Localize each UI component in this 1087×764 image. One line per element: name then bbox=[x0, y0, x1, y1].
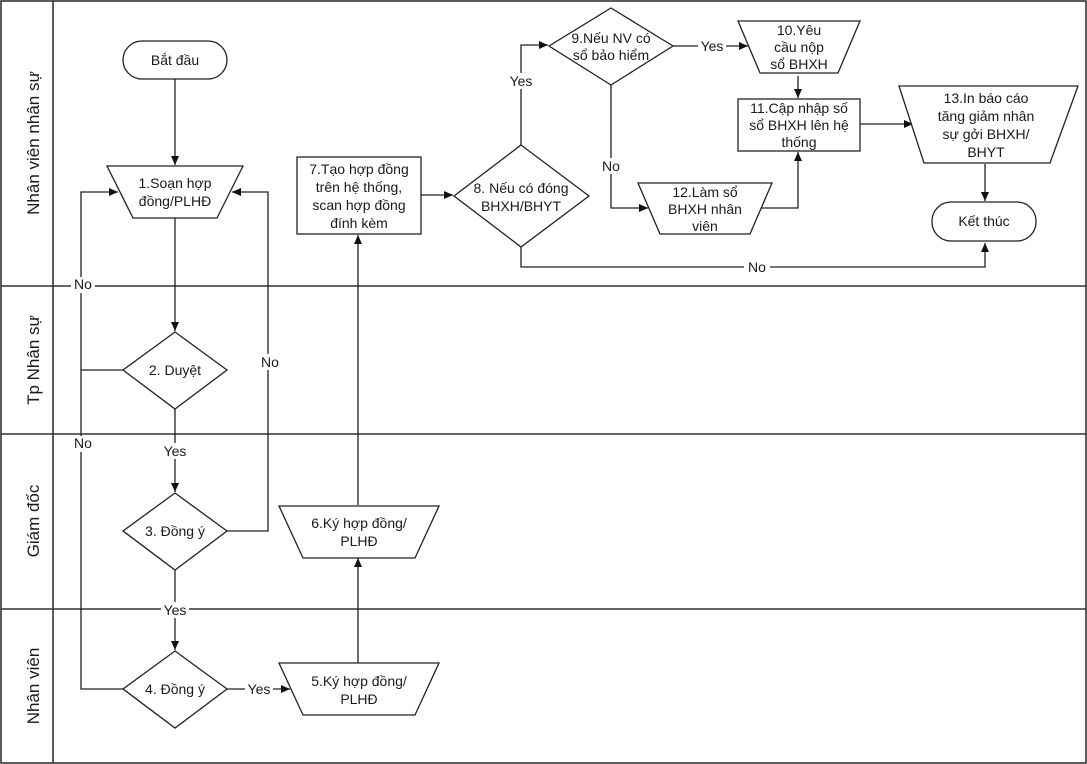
node-7-tao-hop-dong[interactable]: 7.Tạo hợp đồng trên hệ thống, scan hợp đ… bbox=[296, 156, 422, 235]
node-4-shape bbox=[121, 650, 229, 729]
node-9-shape bbox=[547, 7, 675, 86]
edge-label-3-yes: Yes bbox=[164, 602, 187, 618]
end-terminator[interactable]: Kết thúc bbox=[931, 201, 1037, 242]
node-1-soan-hop-dong[interactable]: 1.Soạn hợp đồng/PLHĐ bbox=[105, 165, 245, 219]
node-4-dong-y[interactable]: 4. Đồng ý bbox=[121, 650, 229, 729]
nodes: Bắt đầu 1.Soạn hợp đồng/PLHĐ 2. Duyệt 3.… bbox=[105, 7, 1079, 729]
node-3-dong-y[interactable]: 3. Đồng ý bbox=[121, 492, 229, 571]
node-8-shape bbox=[452, 144, 591, 248]
node-9-line-1: 9.Nếu NV có bbox=[571, 30, 651, 46]
edge-label-8-no: No bbox=[748, 259, 766, 275]
node-13-shape bbox=[898, 85, 1079, 164]
node-13-line-1: 13.In báo cáo bbox=[944, 90, 1029, 106]
node-7-shape bbox=[296, 156, 422, 235]
edge-label-2-yes: Yes bbox=[164, 443, 187, 459]
node-10-line-2: cầu nộp bbox=[774, 39, 824, 55]
node-1-line-1: 1.Soạn hợp bbox=[138, 175, 211, 191]
start-label: Bắt đầu bbox=[151, 52, 199, 68]
node-13-in-bao-cao[interactable]: 13.In báo cáo tăng giảm nhân sự gởi BHXH… bbox=[898, 85, 1079, 164]
edge-label-4-yes: Yes bbox=[248, 681, 271, 697]
node-5-line-2: PLHĐ bbox=[340, 691, 377, 707]
end-label: Kết thúc bbox=[958, 213, 1009, 229]
node-11-shape bbox=[737, 98, 861, 152]
node-5-line-1: 5.Ký hợp đồng/ bbox=[311, 673, 407, 689]
node-9-line-2: sổ bảo hiểm bbox=[573, 47, 649, 63]
node-6-line-2: PLHĐ bbox=[340, 533, 377, 549]
node-10-yeu-cau-nop-so[interactable]: 10.Yêu cầu nộp sổ BHXH bbox=[737, 20, 861, 74]
edge-label-2-no: No bbox=[74, 276, 92, 292]
node-7-line-3: scan hợp đồng bbox=[312, 197, 405, 213]
edge-4-no bbox=[80, 370, 123, 690]
node-10-line-3: sổ BHXH bbox=[770, 56, 828, 72]
node-1-shape bbox=[105, 165, 245, 219]
edge-labels: No No No Yes Yes Yes Yes No Yes No bbox=[71, 38, 770, 697]
node-6-shape bbox=[277, 505, 441, 559]
start-terminator[interactable]: Bắt đầu bbox=[122, 40, 228, 80]
node-10-line-1: 10.Yêu bbox=[777, 22, 821, 38]
start-shape bbox=[122, 40, 228, 80]
edges bbox=[80, 41, 989, 693]
end-shape bbox=[931, 201, 1037, 242]
node-12-shape bbox=[637, 182, 773, 235]
edge-label-9-yes: Yes bbox=[701, 38, 724, 54]
edge-label-8-yes: Yes bbox=[510, 73, 533, 89]
node-2-duyet[interactable]: 2. Duyệt bbox=[121, 331, 229, 410]
node-3-label: 3. Đồng ý bbox=[145, 523, 205, 539]
node-3-shape bbox=[121, 492, 229, 571]
edge-8-yes bbox=[520, 41, 548, 145]
edge-label-4-no: No bbox=[74, 435, 92, 451]
node-1-line-2: đồng/PLHĐ bbox=[139, 193, 211, 209]
node-5-shape bbox=[277, 662, 441, 716]
node-7-line-2: trên hệ thống, bbox=[316, 179, 402, 195]
node-9-neu-nv-co-so[interactable]: 9.Nếu NV có sổ bảo hiểm bbox=[547, 7, 675, 86]
lane-label-tp-nhan-su: Tp Nhân sự bbox=[24, 315, 43, 405]
node-13-line-3: sự gởi BHXH/ bbox=[942, 126, 1029, 142]
node-12-line-2: BHXH nhân bbox=[668, 201, 742, 217]
node-11-cap-nhap-so-bhxh[interactable]: 11.Cập nhập số sổ BHXH lên hệ thống bbox=[737, 98, 861, 152]
node-12-lam-so-bhxh[interactable]: 12.Làm sổ BHXH nhân viên bbox=[637, 182, 773, 235]
lane-label-nhan-vien-nhan-su: Nhân viên nhân sự bbox=[24, 71, 43, 215]
node-8-line-1: 8. Nếu có đóng bbox=[474, 180, 569, 196]
node-11-line-2: sổ BHXH lên hệ bbox=[749, 117, 849, 133]
node-4-label: 4. Đồng ý bbox=[145, 681, 205, 697]
lane-labels: Nhân viên nhân sự Tp Nhân sự Giám đốc Nh… bbox=[24, 71, 43, 724]
node-5-ky-hop-dong[interactable]: 5.Ký hợp đồng/ PLHĐ bbox=[277, 662, 441, 716]
edge-12-to-11 bbox=[760, 152, 802, 209]
lane-label-giam-doc: Giám đốc bbox=[24, 484, 43, 557]
node-6-ky-hop-dong[interactable]: 6.Ký hợp đồng/ PLHĐ bbox=[277, 505, 441, 559]
node-11-line-1: 11.Cập nhập số bbox=[750, 100, 848, 116]
edge-9-no bbox=[610, 85, 648, 212]
node-10-shape bbox=[737, 20, 861, 74]
node-8-line-2: BHXH/BHYT bbox=[481, 198, 562, 214]
node-6-line-1: 6.Ký hợp đồng/ bbox=[311, 515, 407, 531]
node-13-line-4: BHYT bbox=[967, 144, 1005, 160]
node-11-line-3: thống bbox=[781, 134, 816, 150]
node-7-line-4: đính kèm bbox=[330, 215, 388, 231]
node-2-shape bbox=[121, 331, 229, 410]
node-12-line-1: 12.Làm sổ bbox=[672, 184, 738, 200]
node-2-label: 2. Duyệt bbox=[149, 362, 201, 378]
node-13-line-2: tăng giảm nhân bbox=[938, 108, 1035, 124]
lane-label-nhan-vien: Nhân viên bbox=[24, 648, 43, 725]
edge-label-3-no: No bbox=[261, 354, 279, 370]
edge-label-9-no: No bbox=[602, 158, 620, 174]
node-8-neu-co-dong-bhxh[interactable]: 8. Nếu có đóng BHXH/BHYT bbox=[452, 144, 591, 248]
node-12-line-3: viên bbox=[692, 218, 718, 234]
node-7-line-1: 7.Tạo hợp đồng bbox=[309, 161, 408, 177]
